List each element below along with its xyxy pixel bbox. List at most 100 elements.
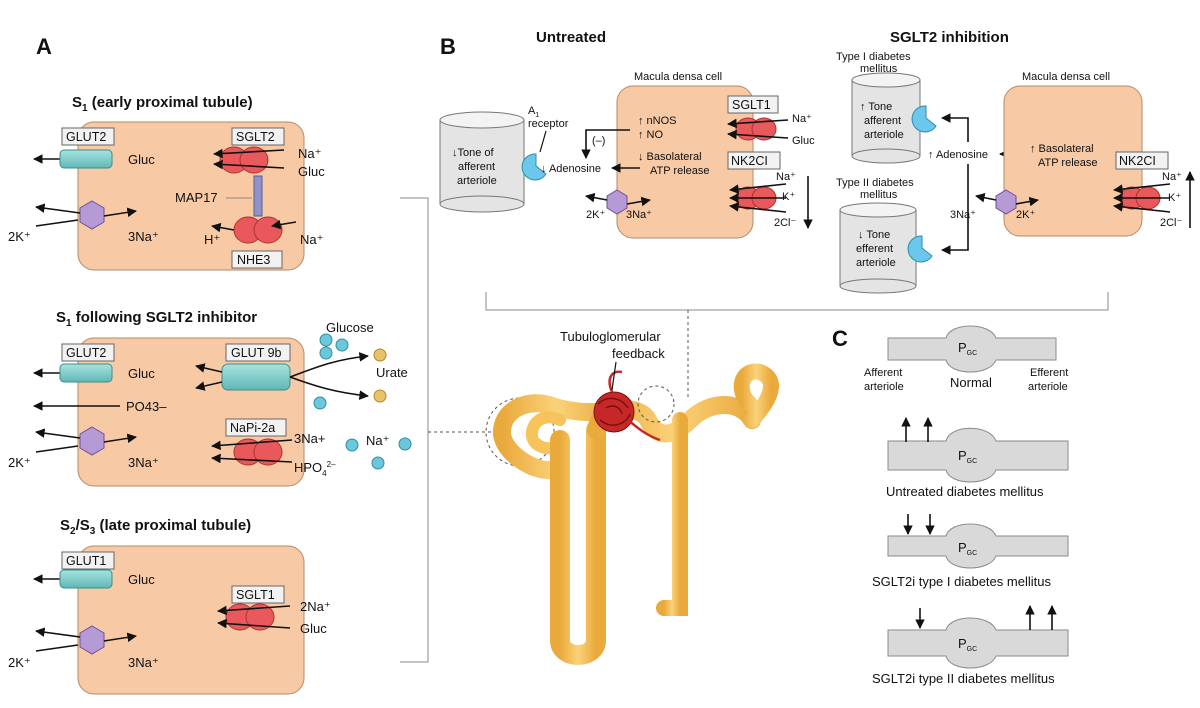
s1-na-label: Na⁺ [298, 146, 321, 161]
s23-na-out-arrow [103, 632, 137, 643]
s1i-na-free-label: Na⁺ [366, 433, 389, 448]
untreated-k-out-arrow [585, 192, 608, 203]
s1i-nak-pump [79, 426, 105, 456]
sglt2i-macula-label: Macula densa cell [1022, 71, 1110, 83]
s1-nhe3-box [231, 250, 283, 269]
untreated-3na-label: 3Na⁺ [626, 209, 652, 221]
pgc-normal: PGC [887, 325, 1057, 373]
s1-3na-label: 3Na⁺ [128, 229, 159, 244]
untreated-nk2cl-box [727, 151, 781, 170]
sglt2i-tone-dn-line3: arteriole [856, 257, 896, 269]
s1-gluc-label: Gluc [128, 152, 155, 167]
s23-sglt1-label: SGLT1 [236, 588, 275, 602]
s23-2k-label: 2K⁺ [8, 655, 31, 670]
untreated-na2-label: Na⁺ [776, 171, 796, 183]
s1i-glut9b-box [225, 343, 291, 362]
s1-glut2-transporter [59, 149, 113, 169]
pgc-untreated-caption: Untreated diabetes mellitus [886, 484, 1044, 499]
pgc-untreated-label: PGC [958, 448, 977, 465]
untreated-cl2-label: 2Cl⁻ [774, 217, 797, 229]
nephron-distal-loop [733, 363, 779, 428]
sglt2i-nak-pump [995, 189, 1017, 215]
tgf-label-line2: feedback [612, 346, 665, 361]
pgc-type1-label: PGC [958, 540, 977, 557]
untreated-tone-line3: arteriole [457, 175, 497, 187]
untreated-baso-line1: ↓ Basolateral [638, 151, 702, 163]
s1-sglt2-gluc-arrow [213, 159, 285, 170]
pgc-normal-caption: Normal [950, 375, 992, 390]
untreated-a1-receptor-label: receptor [528, 118, 569, 130]
s1-nhe-na-arrow [271, 219, 297, 230]
s1i-napi-label: NaPi-2a [230, 421, 275, 435]
sglt2i-baso-line1: ↑ Basolateral [1030, 143, 1094, 155]
s23-cell [77, 545, 305, 695]
s1i-glucose-label: Glucose [326, 320, 374, 335]
sglt2i-baso-line2: ATP release [1038, 157, 1098, 169]
s1-nhe3-label: NHE3 [237, 253, 270, 267]
s1i-glut9b-transporter [221, 363, 291, 391]
sglt2i-efferent-cylinder [839, 202, 917, 294]
s1i-3naplus-label: 3Na+ [294, 431, 325, 446]
pgc-afferent-line1: Afferent [864, 367, 902, 379]
sglt2i-afferent-cylinder [851, 72, 921, 164]
panel-b-letter: B [440, 34, 456, 59]
sglt2i-title: SGLT2 inhibition [890, 29, 1009, 46]
s1i-napi-box [225, 418, 287, 437]
panel-a-letter: A [36, 34, 52, 59]
untreated-minus-label: (–) [592, 135, 605, 147]
pgc-type1: PGC [887, 514, 1069, 569]
s1-glut2-label: GLUT2 [66, 130, 106, 144]
s1-section: S1 (early proximal tubule) GLUT2 Gluc SG… [8, 94, 325, 271]
sglt2i-3na-label: 3Na⁺ [950, 209, 976, 221]
nephron-md-callout-circle [637, 385, 675, 423]
pgc-type1-caption: SGLT2i type I diabetes mellitus [872, 574, 1051, 589]
untreated-nk2cl-label: NK2CI [731, 154, 768, 168]
s1i-na-particles [345, 437, 412, 470]
s1i-urate-arrow-2 [289, 376, 369, 400]
sglt2i-tone-up-line3: arteriole [864, 129, 904, 141]
s23-nak-pump [79, 625, 105, 655]
s1-na-out-arrow [103, 207, 137, 218]
sglt2i-type1-line2: mellitus [860, 63, 898, 75]
sglt2i-type2-line2: mellitus [860, 189, 898, 201]
sglt2i-efferent-receptor [907, 235, 933, 263]
s1i-glut9b-in-arrow-2 [195, 381, 223, 391]
untreated-na-out-arrow [626, 196, 651, 207]
sglt2i-adenosine-up-arrow [941, 113, 969, 142]
untreated-a1-receptor [521, 153, 547, 181]
pgc-type2-label: PGC [958, 636, 977, 653]
s23-sglt1-na-arrow [217, 605, 291, 616]
untreated-title: Untreated [536, 29, 606, 46]
s1-map17-label: MAP17 [175, 190, 218, 205]
pgc-type2-caption: SGLT2i type II diabetes mellitus [872, 671, 1055, 686]
s1i-glut2-transporter [59, 363, 113, 383]
s1-glut2-box [61, 127, 115, 146]
s23-section: S2/S3 (late proximal tubule) GLUT1 Gluc … [8, 517, 331, 695]
untreated-no-inhibit-arrow [581, 129, 630, 159]
sglt2i-adenosine-down-arrow [941, 164, 969, 255]
sglt2i-tone-dn-line2: efferent [856, 243, 893, 255]
s1-sglt2-box [231, 127, 285, 146]
s1i-k-in-arrow [35, 445, 79, 453]
s1-k-in-arrow [35, 219, 79, 227]
tgf-leader [611, 361, 617, 391]
panel-a-bracket [400, 197, 429, 663]
s1i-napi-na-arrow [211, 439, 293, 451]
s1-nak-pump [79, 200, 105, 230]
s23-k-arrow [35, 627, 81, 638]
s23-glut1-box [61, 551, 115, 570]
s1i-napi-transporter [233, 438, 283, 466]
untreated-no-label: ↑ NO [638, 129, 664, 141]
sglt2i-k-label: K⁺ [1168, 192, 1181, 204]
untreated-macula-label: Macula densa cell [634, 71, 722, 83]
sglt2i-tone-dn-line1: ↓ Tone [858, 229, 890, 241]
sglt2i-nk2cl-label: NK2CI [1119, 154, 1156, 168]
s1-gluc2-label: Gluc [298, 164, 325, 179]
s1i-glut9b-label: GLUT 9b [231, 346, 282, 360]
untreated-nk2cl-cl-arrow [729, 202, 787, 213]
untreated-na-label: Na⁺ [792, 113, 812, 125]
untreated-k-label: K⁺ [782, 191, 795, 203]
s23-gluc2-label: Gluc [300, 621, 327, 636]
s1i-napi-hpo4-arrow [211, 453, 293, 464]
